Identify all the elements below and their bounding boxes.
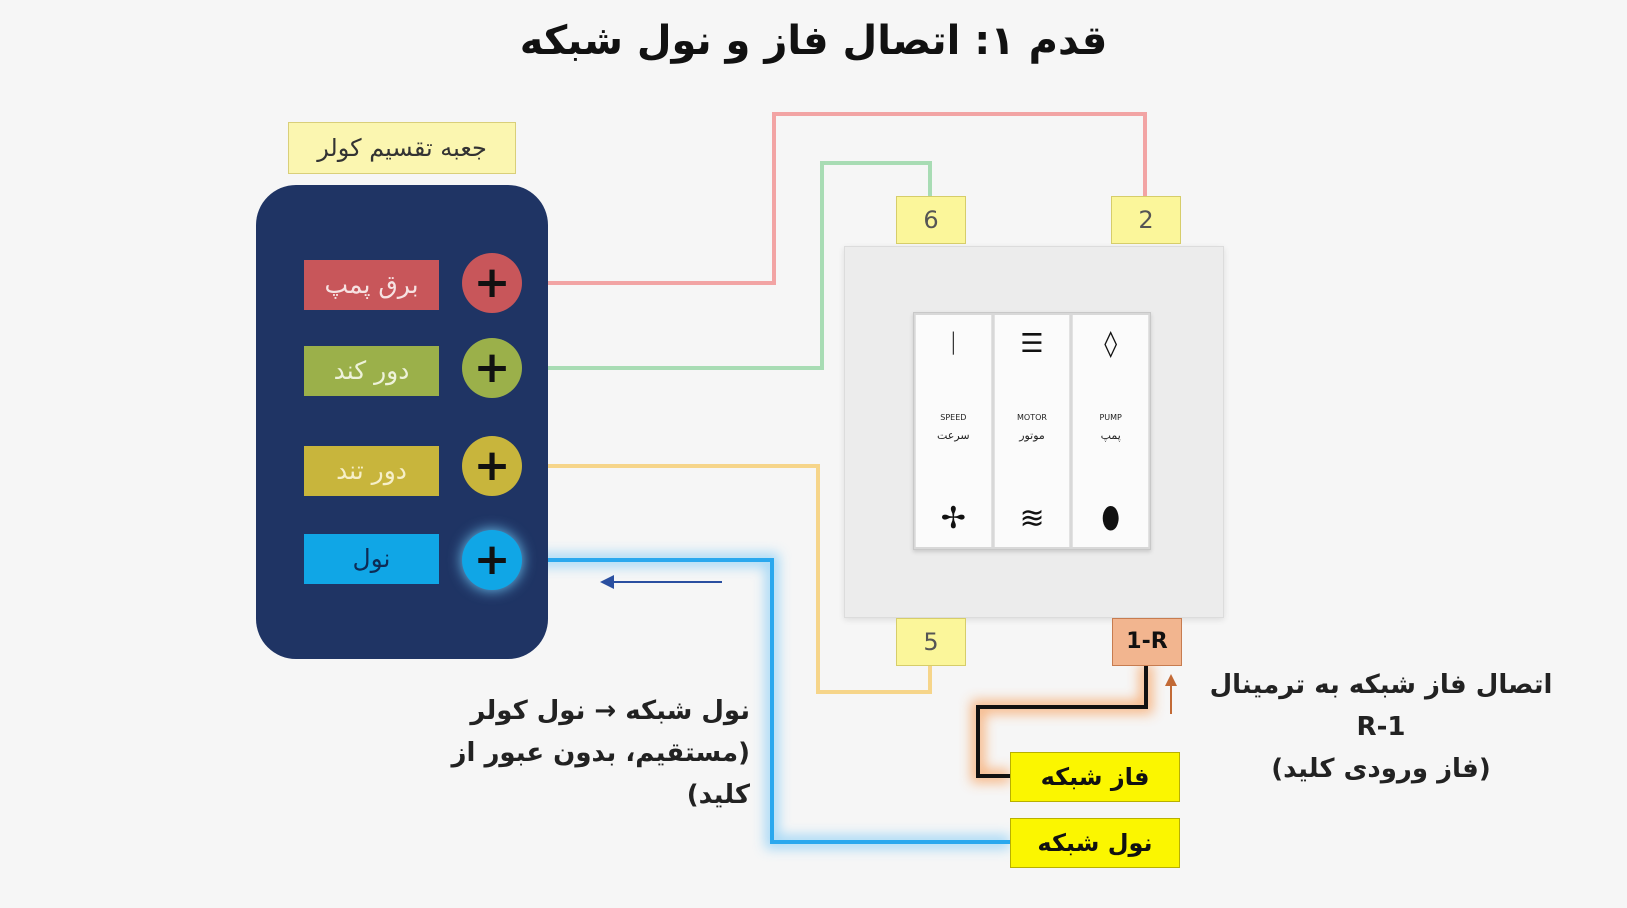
grid-neutral-label: نول شبکه (1010, 818, 1180, 868)
distribution-box-label: جعبه تقسیم کولر (288, 122, 516, 174)
neutral-note-line2: (مستقیم، بدون عبور از کلید) (451, 738, 750, 810)
switch-terminal-6: 6 (896, 196, 966, 244)
fast-terminal-plus-icon: + (462, 436, 522, 496)
drop-outline-icon: ◊ (1104, 329, 1118, 359)
switch-terminal-2: 2 (1111, 196, 1181, 244)
switch-terminal-r1: 1-R (1112, 618, 1182, 666)
speed-key-fa-label: سرعت (937, 429, 970, 442)
neutral-note-line1: نول شبکه → نول کولر (470, 696, 750, 726)
motor-key-en-label: MOTOR (1017, 413, 1047, 422)
phase-note: اتصال فاز شبکه به ترمینال R-1 (فاز ورودی… (1196, 664, 1566, 790)
pump-power-label: برق پمپ (304, 260, 439, 310)
neutral-note: نول شبکه → نول کولر (مستقیم، بدون عبور ا… (390, 690, 750, 816)
slow-speed-label: دور کند (304, 346, 439, 396)
phase-note-line1: اتصال فاز شبکه به ترمینال R-1 (1209, 670, 1553, 742)
neutral-terminal-plus-icon: + (462, 530, 522, 590)
fan-icon: ✢ (940, 501, 966, 536)
phase-note-line2: (فاز ورودی کلید) (1271, 754, 1491, 784)
page-title: قدم ۱: اتصال فاز و نول شبکه (519, 18, 1108, 64)
pump-key-en-label: PUMP (1099, 413, 1122, 422)
pump-key[interactable]: ◊ PUMP پمپ ⬮ (1072, 315, 1150, 547)
switch-terminal-5: 5 (896, 618, 966, 666)
speed-icon: ᛁ (945, 329, 962, 359)
cooler-switch-keypad: ᛁ SPEED سرعت ✢ ☰ MOTOR موتور ≋ ◊ PUMP پم… (913, 312, 1151, 550)
fast-speed-label: دور تند (304, 446, 439, 496)
motor-key-fa-label: موتور (1019, 429, 1045, 442)
pump-key-fa-label: پمپ (1100, 429, 1121, 442)
speed-key[interactable]: ᛁ SPEED سرعت ✢ (915, 315, 992, 547)
drop-filled-icon: ⬮ (1101, 501, 1121, 536)
slow-terminal-plus-icon: + (462, 338, 522, 398)
motor-key[interactable]: ☰ MOTOR موتور ≋ (993, 315, 1071, 547)
pump-terminal-plus-icon: + (462, 253, 522, 313)
grid-phase-label: فاز شبکه (1010, 752, 1180, 802)
speed-key-en-label: SPEED (940, 413, 967, 422)
menu-lines-icon: ☰ (1020, 329, 1044, 359)
neutral-label: نول (304, 534, 439, 584)
waves-icon: ≋ (1019, 501, 1045, 536)
phase-arrow-head (1165, 674, 1177, 686)
neutral-arrow-head (600, 575, 614, 589)
